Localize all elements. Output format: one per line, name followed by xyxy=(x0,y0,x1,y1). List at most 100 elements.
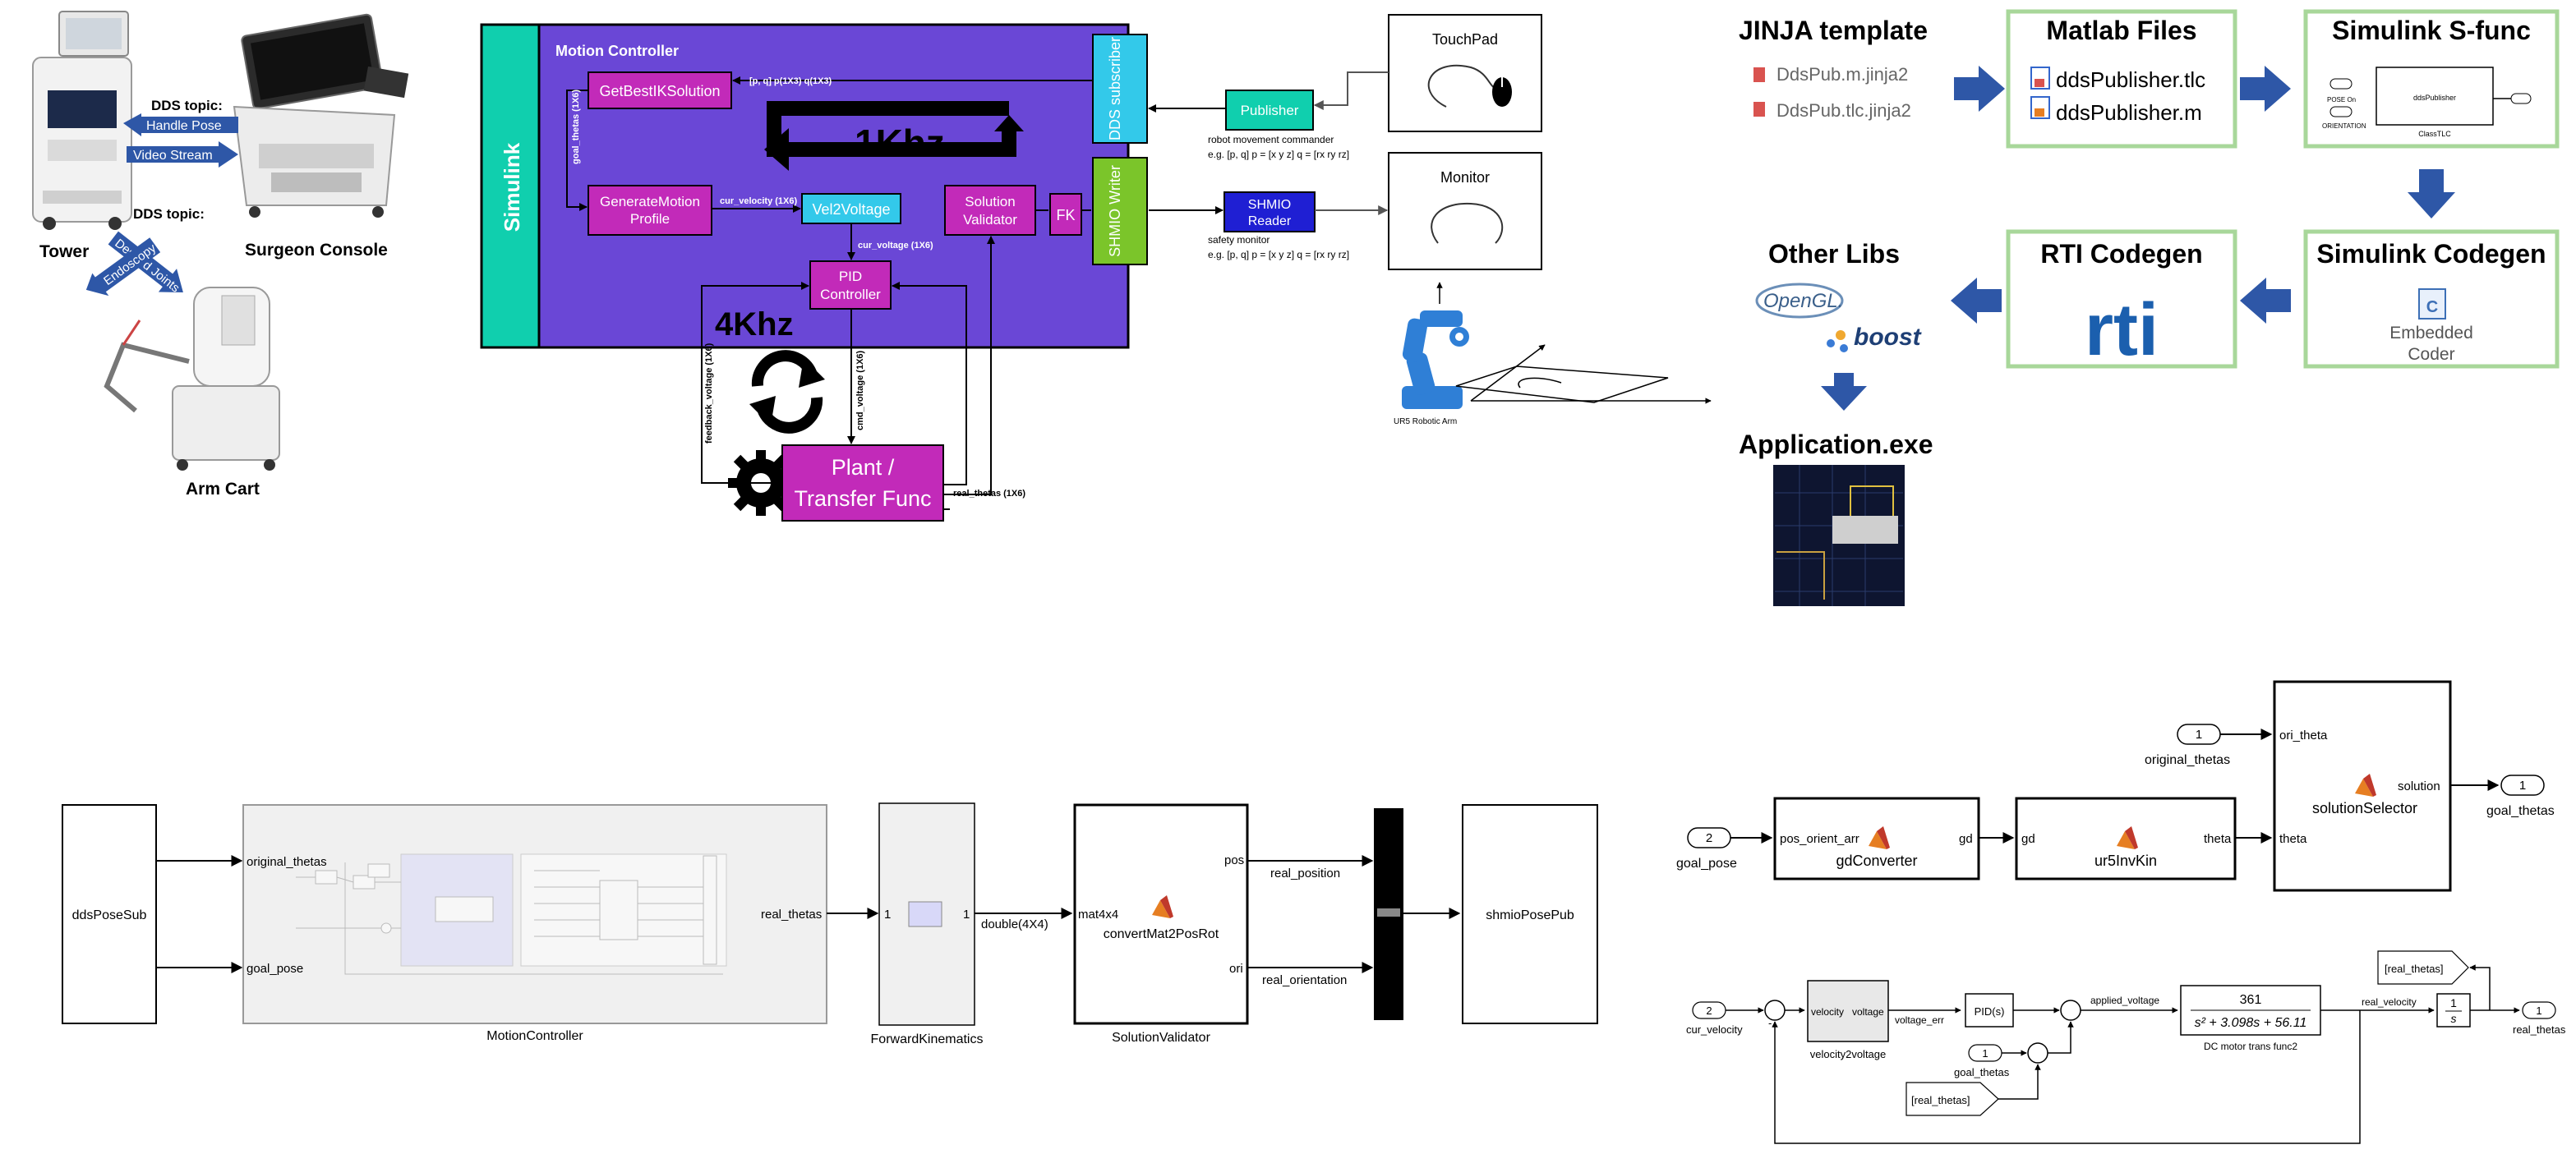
matlab-file-icon xyxy=(2030,96,2050,119)
pipeline-arrow-left xyxy=(2240,278,2291,324)
svg-text:cur_velocity: cur_velocity xyxy=(1686,1023,1743,1036)
svg-text:theta: theta xyxy=(2279,832,2307,846)
motion-controller-title: Motion Controller xyxy=(555,43,679,59)
boost-logo: boost xyxy=(1827,324,1923,352)
tower-label: Tower xyxy=(39,242,89,261)
arm-cart-icon xyxy=(104,287,280,471)
file-icon xyxy=(1753,67,1765,82)
svg-text:SHMIO: SHMIO xyxy=(1248,198,1291,212)
svg-text:convertMat2PosRot: convertMat2PosRot xyxy=(1104,927,1219,941)
svg-text:ddsPublisher.tlc: ddsPublisher.tlc xyxy=(2056,67,2205,92)
forward-kinematics-name: ForwardKinematics xyxy=(871,1032,984,1046)
svg-text:original_thetas: original_thetas xyxy=(2145,753,2230,767)
reader-desc-1: safety monitor xyxy=(1208,234,1270,246)
signal-goal-thetas: goal_thetas (1X6) xyxy=(571,90,581,164)
svg-text:1: 1 xyxy=(884,908,891,922)
svg-text:POSE On: POSE On xyxy=(2327,96,2356,103)
shmio-pose-pub-block xyxy=(1462,804,1598,1024)
work-plane xyxy=(1455,366,1669,403)
svg-text:velocity2voltage: velocity2voltage xyxy=(1810,1048,1887,1060)
svg-text:Video Stream: Video Stream xyxy=(133,149,213,163)
svg-text:1: 1 xyxy=(2536,1005,2541,1017)
solution-validator-block xyxy=(944,185,1036,236)
signal-real-position: real_position xyxy=(1270,867,1340,880)
svg-text:2: 2 xyxy=(1706,1005,1712,1017)
motion-controller-name: MotionController xyxy=(486,1029,583,1043)
svg-text:C: C xyxy=(2426,298,2438,316)
motion-controller-preview xyxy=(296,853,727,975)
svg-text:[real_thetas]: [real_thetas] xyxy=(2385,963,2444,975)
svg-text:Coder: Coder xyxy=(2408,345,2454,364)
ik-subsystem: 1 original_thetas 2 goal_pose pos_orient… xyxy=(1676,680,2555,892)
simulink-label: Simulink xyxy=(500,142,524,232)
getbest-ik-block xyxy=(588,71,732,109)
svg-text:Solution: Solution xyxy=(965,194,1015,209)
matlab-function-icon xyxy=(1152,895,1173,918)
solution-validator-name: SolutionValidator xyxy=(1112,1031,1210,1045)
svg-text:pos_orient_arr: pos_orient_arr xyxy=(1780,832,1859,846)
svg-text:Matlab Files: Matlab Files xyxy=(2046,16,2196,45)
io-section: Publisher robot movement commander e.g. … xyxy=(1148,14,1712,426)
signal-cmd-voltage: cmd_voltage (1X6) xyxy=(855,350,865,430)
pipeline-arrow-right xyxy=(2240,66,2291,112)
signal-double4x4: double(4X4) xyxy=(981,917,1048,931)
gear-icon xyxy=(728,450,794,516)
svg-text:PID(s): PID(s) xyxy=(1975,1005,2005,1018)
pipeline-arrow-down xyxy=(1821,373,1867,411)
svg-text:voltage: voltage xyxy=(1852,1006,1884,1018)
freq-4khz-label: 4Khz xyxy=(715,306,794,343)
touchpad-box xyxy=(1388,14,1542,132)
mouse-icon xyxy=(1492,77,1512,107)
svg-text:velocity: velocity xyxy=(1811,1006,1844,1018)
svg-text:1: 1 xyxy=(1982,1047,1988,1060)
svg-text:GetBestIKSolution: GetBestIKSolution xyxy=(599,83,720,99)
svg-text:ori_theta: ori_theta xyxy=(2279,729,2328,743)
signal-real-thetas: real_thetas (1X6) xyxy=(953,489,1025,499)
arm-cart-label: Arm Cart xyxy=(186,480,260,499)
svg-text:Embedded: Embedded xyxy=(2389,324,2473,343)
svg-text:solutionSelector: solutionSelector xyxy=(2312,800,2417,816)
svg-text:FK: FK xyxy=(1056,207,1075,223)
fk-block xyxy=(1049,193,1082,236)
svg-text:DC motor trans func2: DC motor trans func2 xyxy=(2204,1041,2297,1052)
jinja-title: JINJA template xyxy=(1739,16,1928,45)
shmio-reader-block xyxy=(1223,191,1316,232)
application-title: Application.exe xyxy=(1739,430,1933,459)
ddsposesub-block xyxy=(62,804,157,1024)
svg-text:Transfer Func: Transfer Func xyxy=(794,486,931,511)
svg-text:pos: pos xyxy=(1224,853,1244,867)
svg-text:ddsPublisher: ddsPublisher xyxy=(2413,94,2456,102)
svg-text:theta: theta xyxy=(2204,832,2232,846)
pipeline-arrow-down xyxy=(2408,169,2455,218)
file-icon xyxy=(1753,102,1765,117)
signal-real-velocity: real_velocity xyxy=(2362,996,2417,1008)
velocity2voltage-block xyxy=(1807,980,1889,1042)
svg-text:real_thetas: real_thetas xyxy=(761,908,822,922)
handle-pose-arrow: Handle Pose xyxy=(123,113,238,136)
publisher-desc-1: robot movement commander xyxy=(1208,134,1334,145)
svg-text:Simulink Codegen: Simulink Codegen xyxy=(2316,239,2546,269)
application-screenshot xyxy=(1773,465,1905,606)
svg-text:RTI Codegen: RTI Codegen xyxy=(2040,239,2202,269)
signal-applied-voltage: applied_voltage xyxy=(2090,995,2159,1006)
matlab-function-icon xyxy=(2355,774,2376,797)
surgeon-console-icon xyxy=(233,13,409,218)
integrator-block xyxy=(2436,993,2471,1028)
svg-text:shmioPosePub: shmioPosePub xyxy=(1486,908,1574,922)
svg-text:361: 361 xyxy=(2240,993,2262,1007)
svg-text:OpenGL.: OpenGL. xyxy=(1763,290,1843,312)
svg-text:PID: PID xyxy=(839,269,862,284)
video-stream-arrow: Video Stream xyxy=(127,141,238,168)
svg-text:gd: gd xyxy=(1959,832,1973,846)
svg-text:1: 1 xyxy=(2519,779,2526,793)
svg-text:GenerateMotion: GenerateMotion xyxy=(600,194,700,209)
svg-text:s: s xyxy=(2451,1012,2457,1025)
svg-text:Monitor: Monitor xyxy=(1440,169,1490,186)
pid-controller-block xyxy=(809,260,892,310)
pipeline-arrow-left xyxy=(1951,278,2002,324)
svg-text:Profile: Profile xyxy=(630,211,670,227)
svg-text:1: 1 xyxy=(2450,996,2457,1009)
svg-text:-: - xyxy=(1768,1017,1772,1029)
svg-text:goal_pose: goal_pose xyxy=(1676,857,1737,871)
